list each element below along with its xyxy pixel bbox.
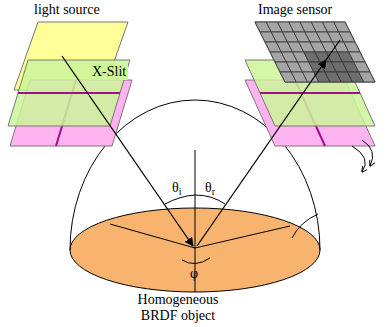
angle-label: θr	[205, 180, 215, 196]
angle-label: φ	[190, 266, 198, 282]
sensor-pixel	[354, 62, 370, 72]
theta-r-arc	[195, 195, 225, 204]
sensor-plane	[255, 22, 375, 82]
surface-normal	[195, 150, 196, 248]
phi-arc	[182, 258, 210, 264]
reflected-ray	[326, 40, 340, 60]
rotation-arrow	[352, 146, 365, 172]
sensor-pixel	[334, 22, 350, 32]
slit-plate	[8, 60, 130, 126]
sensor-pixel	[339, 32, 355, 42]
sensor-pixel	[359, 72, 375, 82]
sensor-label: Image sensor	[258, 2, 332, 18]
slit-plate	[245, 60, 375, 126]
object-label: Homogeneous BRDF object	[128, 292, 228, 324]
sensor-pixel	[344, 42, 360, 52]
incident-ray	[62, 56, 193, 246]
slit-label: X-Slit	[90, 64, 128, 80]
image-sensor	[255, 22, 375, 82]
azimuth-lines	[110, 224, 290, 292]
sensor-pixel	[349, 52, 365, 62]
light-source-label: light source	[34, 2, 100, 18]
slit	[18, 92, 120, 94]
leader-line	[292, 214, 318, 238]
rotation-arrow	[362, 140, 373, 166]
slit	[260, 92, 360, 94]
reflected-ray	[197, 60, 326, 246]
angle-label: θi	[172, 180, 182, 196]
